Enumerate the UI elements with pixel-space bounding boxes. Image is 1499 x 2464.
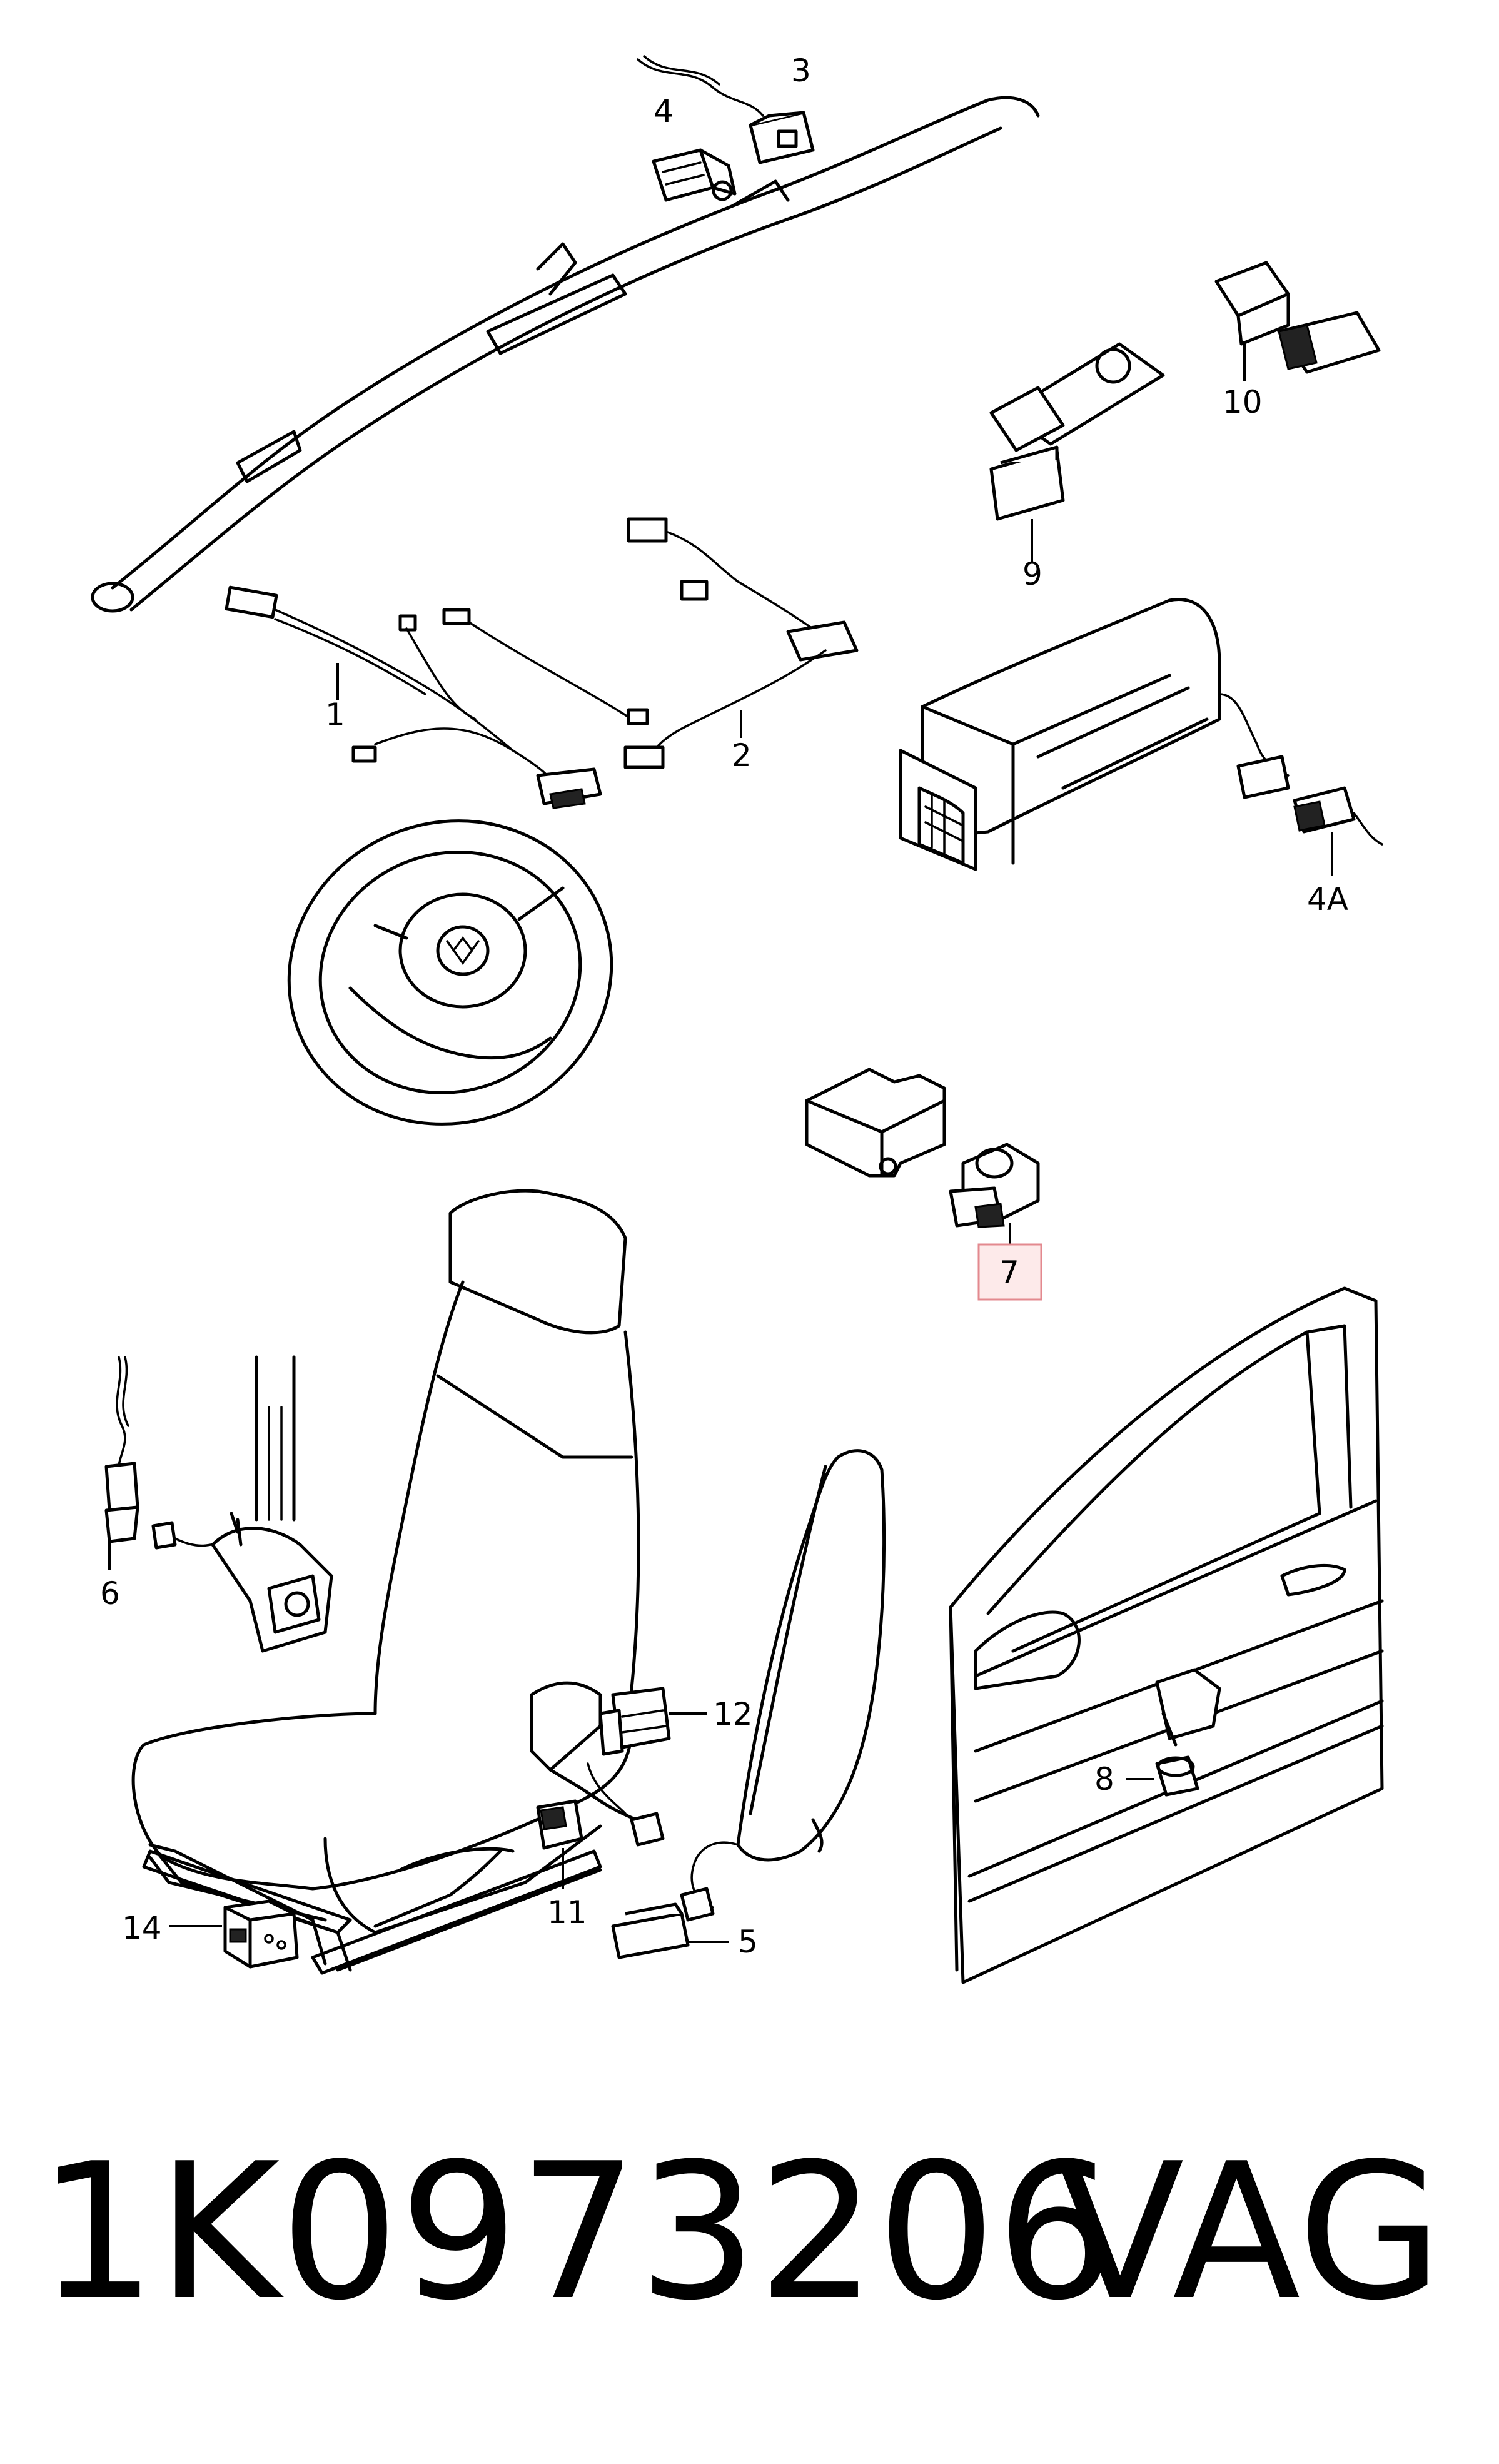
side-airbag (611, 1449, 886, 1959)
callout-1: 1 (325, 697, 345, 733)
seat (131, 1189, 665, 1975)
callout-14: 14 (122, 1910, 162, 1946)
steering-wheel (287, 819, 613, 1126)
callout-4a: 4A (1307, 881, 1348, 917)
callout-3: 3 (791, 53, 811, 89)
part-7-control-unit (805, 1068, 1040, 1245)
part-2-wiring-harness (623, 517, 859, 769)
callout-4: 4 (654, 93, 674, 129)
part-11-connector (536, 1799, 583, 1889)
part-8-connector (1126, 1755, 1199, 1797)
part-9-connector (989, 342, 1165, 563)
passenger-airbag-module (899, 598, 1383, 876)
callout-8: 8 (1094, 1761, 1114, 1797)
callout-6: 6 (100, 1575, 120, 1612)
callout-2: 2 (732, 737, 752, 774)
callout-7-highlight (977, 1243, 1042, 1301)
callout-12: 12 (713, 1696, 753, 1732)
part-6-sensor (104, 1356, 333, 1653)
callout-10: 10 (1223, 384, 1263, 420)
part-10-connector (1214, 261, 1381, 381)
brand-name: VAG (1056, 2123, 1443, 2341)
callout-7: 7 (999, 1255, 1019, 1291)
front-door (949, 1286, 1384, 1984)
part-14-connector (169, 1899, 299, 1969)
curtain-airbag (91, 96, 1040, 613)
part-1-wiring-harness (225, 585, 649, 809)
part-4-connector (652, 148, 737, 202)
callout-11: 11 (547, 1894, 587, 1931)
part-3-connector (637, 55, 815, 164)
callout-9: 9 (1022, 556, 1042, 592)
callout-5: 5 (738, 1924, 758, 1960)
part-12-connector (598, 1687, 707, 1756)
part-number: 1K0973206 (38, 2123, 1116, 2341)
